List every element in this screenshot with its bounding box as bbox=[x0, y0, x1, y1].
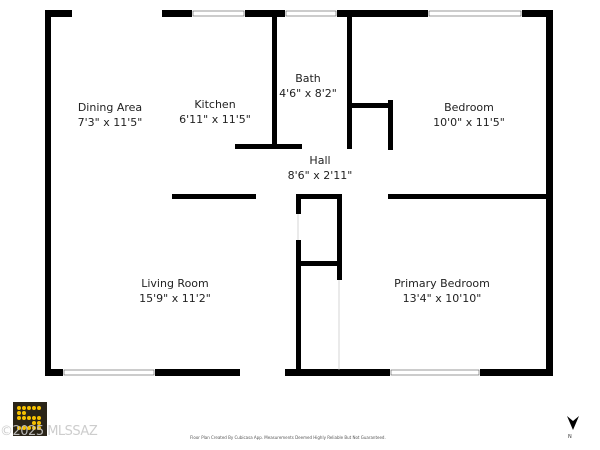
room-size: 15'9" x 11'2" bbox=[139, 292, 211, 305]
room-size: 6'11" x 11'5" bbox=[179, 113, 251, 126]
room-name: Living Room bbox=[141, 277, 209, 290]
room-size: 8'6" x 2'11" bbox=[287, 169, 353, 182]
windows bbox=[63, 10, 522, 376]
room-name: Bedroom bbox=[444, 101, 494, 114]
room-name: Primary Bedroom bbox=[394, 277, 490, 290]
room-primary-bedroom: Primary Bedroom 13'4" x 10'10" bbox=[394, 276, 490, 306]
room-dining-area: Dining Area 7'3" x 11'5" bbox=[78, 100, 143, 130]
room-name: Dining Area bbox=[77, 101, 143, 114]
window bbox=[192, 10, 245, 17]
room-kitchen: Kitchen 6'11" x 11'5" bbox=[179, 97, 251, 127]
room-bath: Bath 4'6" x 8'2" bbox=[279, 71, 337, 101]
window bbox=[285, 10, 337, 17]
window bbox=[63, 369, 155, 376]
credit-text: Floor Plan Created By Cubicasa App. Meas… bbox=[190, 435, 386, 440]
room-size: 7'3" x 11'5" bbox=[77, 116, 143, 129]
door-lines bbox=[297, 214, 340, 370]
room-living-room: Living Room 15'9" x 11'2" bbox=[139, 276, 211, 306]
room-size: 10'0" x 11'5" bbox=[433, 116, 505, 129]
room-size: 4'6" x 8'2" bbox=[279, 87, 337, 100]
room-name: Kitchen bbox=[194, 98, 236, 111]
walls bbox=[45, 10, 553, 376]
north-arrow-icon bbox=[567, 416, 579, 430]
room-size: 13'4" x 10'10" bbox=[402, 292, 482, 305]
window bbox=[428, 10, 522, 17]
logo bbox=[13, 402, 47, 436]
room-hall: Hall 8'6" x 2'11" bbox=[288, 153, 353, 183]
room-bedroom: Bedroom 10'0" x 11'5" bbox=[433, 100, 505, 130]
room-name: Bath bbox=[295, 72, 321, 85]
window bbox=[390, 369, 480, 376]
room-name: Hall bbox=[309, 154, 331, 167]
north-label: N bbox=[568, 434, 572, 440]
watermark: ©2025 MLSSAZ bbox=[0, 424, 98, 439]
